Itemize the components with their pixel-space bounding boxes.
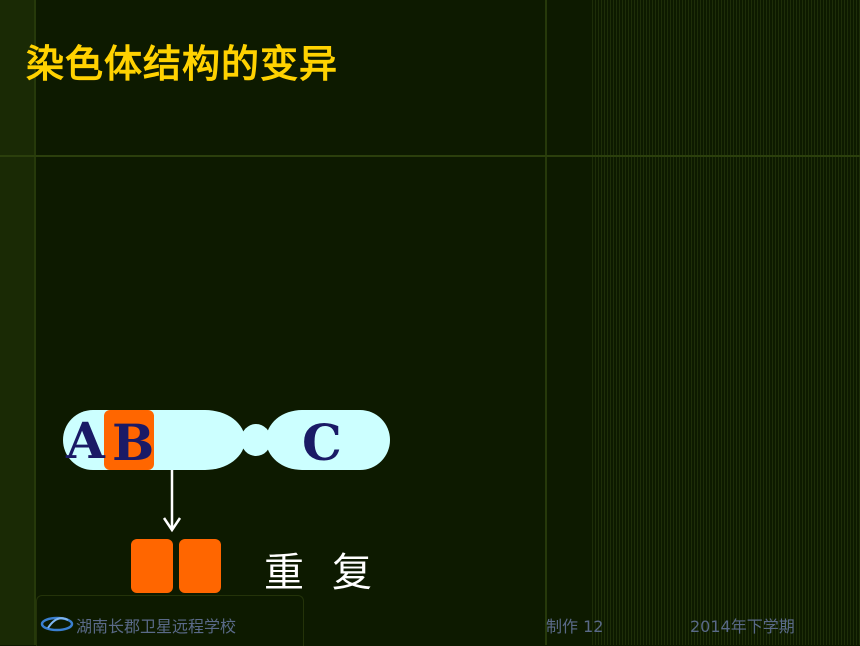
footer-term: 2014年下学期 [690, 617, 795, 636]
horizontal-rule [0, 155, 860, 157]
duplicated-segment-2 [179, 539, 221, 593]
mutation-type-label: 重复 [264, 550, 400, 596]
striped-background-panel [590, 0, 860, 645]
slide-title: 染色体结构的变异 [26, 42, 339, 86]
vertical-rule [34, 0, 36, 645]
footer-school-name: 湖南长郡卫星远程学校 [76, 617, 237, 636]
left-border-bar [0, 0, 34, 645]
gene-label-b: B [112, 413, 155, 472]
chromosome-right-arm [266, 410, 390, 470]
segment-b-highlight [104, 410, 154, 470]
gene-label-a: A [66, 411, 105, 470]
gene-label-c: C [302, 413, 342, 472]
chromosome-left-arm [63, 410, 245, 470]
footer-credit: 制作 12 [546, 617, 604, 636]
vertical-rule [545, 0, 547, 645]
footer-panel [36, 595, 304, 646]
down-arrow-icon [162, 470, 182, 533]
school-logo-icon [40, 616, 74, 632]
duplicated-segment-1 [131, 539, 173, 593]
